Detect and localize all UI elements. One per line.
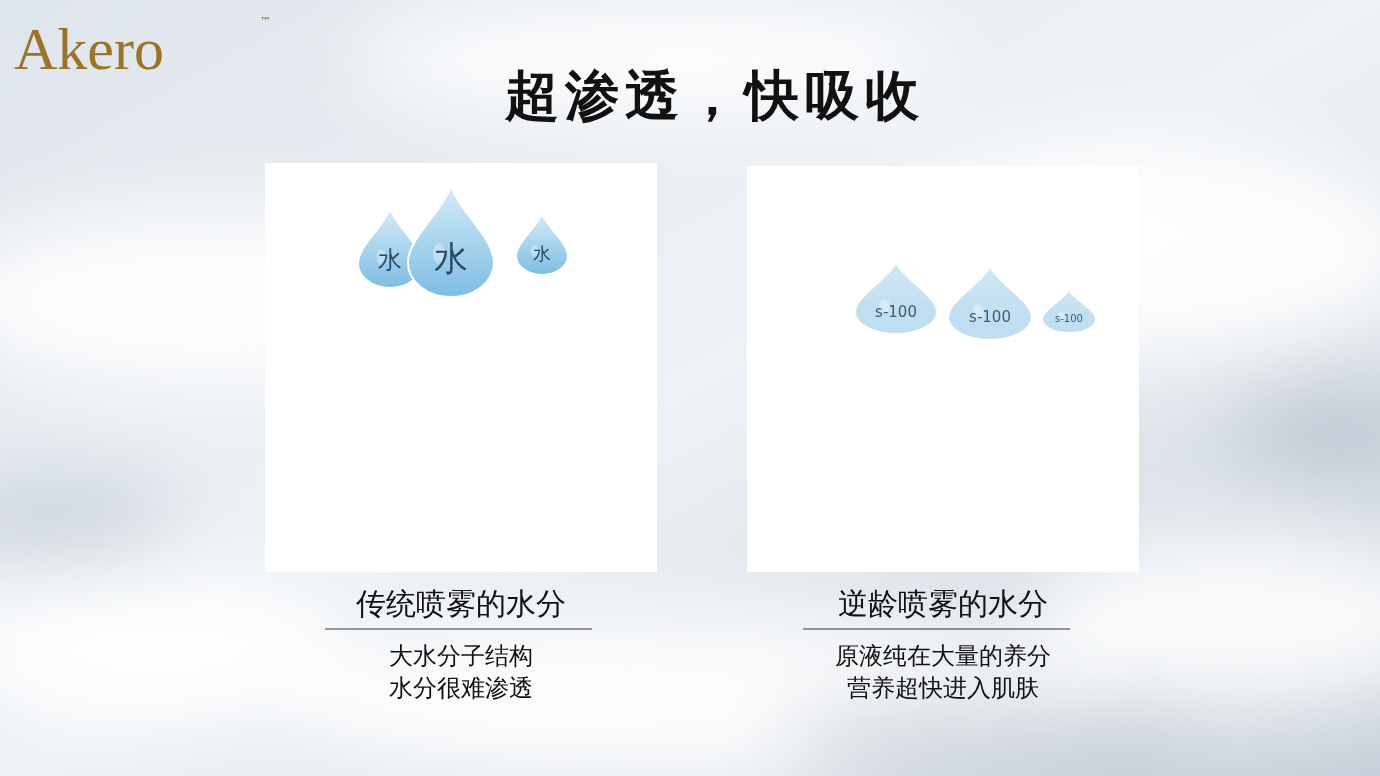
water-drop: 水 — [408, 185, 494, 297]
cloud-shade — [1230, 380, 1380, 480]
panel-body: 原液纯在大量的养分 营养超快进入肌肤 — [813, 640, 1073, 704]
panel-body: 大水分子结构 水分很难渗透 — [356, 640, 566, 704]
drop-label: 水 — [408, 241, 494, 275]
cloud-shade — [0, 480, 180, 560]
drop-shape — [1042, 289, 1096, 333]
drop-shape — [855, 262, 937, 334]
drop-label: 水 — [516, 245, 568, 263]
drop-label: s-100 — [948, 310, 1032, 325]
drop-shape — [408, 185, 494, 297]
drop-label: s-100 — [855, 305, 937, 320]
water-drop: 水 — [516, 213, 568, 275]
water-drop: s-100 — [948, 266, 1032, 340]
drop-shape — [948, 266, 1032, 340]
skin-panel: 水水水传统喷雾的水分大水分子结构 水分很难渗透 — [265, 163, 657, 572]
drop-outline — [1042, 289, 1096, 333]
drop-shape — [516, 213, 568, 275]
drop-outline — [516, 213, 568, 275]
cloud — [0, 570, 350, 730]
trademark: ™ — [260, 16, 271, 28]
title: 超渗透，快吸收 — [0, 64, 1380, 129]
panel-heading: 逆龄喷雾的水分 — [727, 586, 1159, 622]
skin-panel: s-100s-100s-100逆龄喷雾的水分原液纯在大量的养分 营养超快进入肌肤 — [747, 166, 1139, 572]
caption-rule — [803, 629, 1070, 630]
panel-heading: 传统喷雾的水分 — [245, 586, 677, 622]
water-drop: s-100 — [1042, 289, 1096, 333]
drop-label: s-100 — [1042, 314, 1096, 324]
cloud-shade — [780, 700, 1180, 776]
brand-logo: Akero — [14, 16, 164, 82]
caption-rule — [325, 629, 592, 630]
drop-outline — [855, 262, 937, 334]
water-drop: s-100 — [855, 262, 937, 334]
drop-outline — [948, 266, 1032, 340]
